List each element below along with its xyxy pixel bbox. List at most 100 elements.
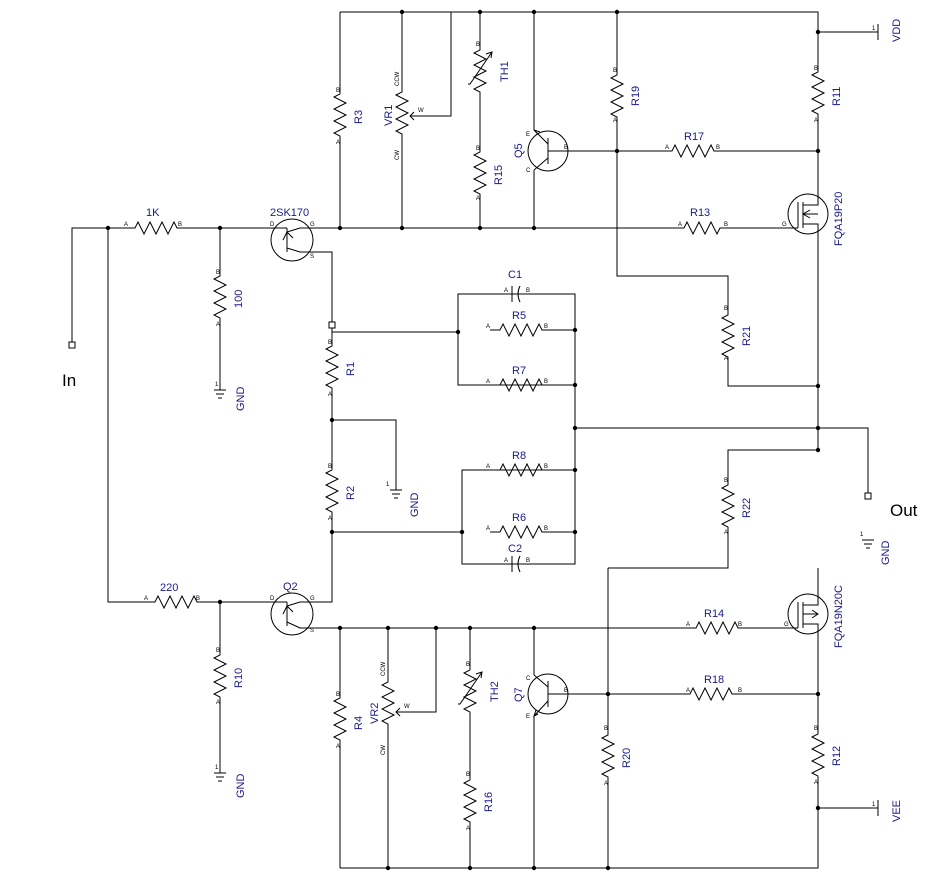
svg-text:B: B: [716, 145, 720, 151]
svg-text:W: W: [404, 704, 410, 710]
svg-text:A: A: [724, 530, 728, 536]
svg-text:B: B: [328, 464, 332, 470]
svg-text:A: A: [486, 324, 490, 330]
svg-text:B: B: [544, 324, 548, 330]
svg-text:CW: CW: [381, 745, 387, 755]
svg-text:A: A: [476, 196, 480, 202]
resistor-r10: BA R10: [212, 645, 245, 706]
svg-text:R3: R3: [353, 110, 365, 124]
svg-text:B: B: [564, 145, 568, 151]
svg-text:G: G: [310, 222, 315, 228]
svg-text:R1: R1: [345, 362, 357, 376]
svg-text:B: B: [544, 526, 548, 532]
svg-text:A: A: [216, 322, 220, 328]
svg-text:B: B: [814, 726, 818, 732]
svg-text:A: A: [686, 622, 690, 628]
svg-text:CW: CW: [395, 150, 401, 160]
gnd-label-3: GND: [880, 541, 892, 566]
svg-text:B: B: [564, 688, 568, 694]
mosfet-fqa19n20c: G FQA19N20C: [784, 585, 845, 650]
svg-text:R11: R11: [831, 87, 843, 106]
svg-text:CCW: CCW: [381, 661, 387, 676]
mosfet-fqa19p20: G FQA19P20: [782, 186, 845, 246]
svg-text:R8: R8: [512, 450, 526, 462]
svg-text:1: 1: [215, 765, 219, 771]
resistor-r16: BA R16: [462, 770, 495, 832]
svg-text:B: B: [216, 648, 220, 654]
svg-text:B: B: [336, 692, 340, 698]
svg-text:Q5: Q5: [513, 143, 525, 158]
resistor-r4: BA R4: [332, 690, 365, 750]
svg-text:B: B: [526, 288, 530, 294]
thermistor-th2: B TH2: [458, 660, 501, 720]
svg-text:A: A: [814, 780, 818, 786]
resistor-r15: BA R15: [472, 143, 505, 202]
svg-text:A: A: [686, 688, 690, 694]
vee-label: VEE: [891, 800, 903, 822]
svg-text:R16: R16: [483, 792, 495, 812]
svg-text:A: A: [814, 118, 818, 124]
svg-text:VR1: VR1: [383, 105, 395, 126]
resistor-r20: BA R20: [600, 725, 633, 787]
gnd-symbol-1: 1 GND: [214, 382, 247, 411]
svg-text:E: E: [526, 132, 530, 138]
svg-text:G: G: [782, 222, 787, 228]
svg-text:B: B: [178, 222, 182, 228]
vdd-symbol: 1 VDD: [872, 19, 903, 42]
svg-text:B: B: [724, 478, 728, 484]
potentiometer-vr1: CCW CW W VR1: [383, 71, 424, 160]
svg-text:2SK170: 2SK170: [270, 207, 309, 219]
resistor-220-label: 220: [160, 582, 178, 594]
resistor-r21: BA R21: [720, 305, 753, 362]
resistor-r11: BA R11: [810, 62, 843, 124]
svg-text:S: S: [310, 254, 314, 260]
wires: [71, 11, 878, 869]
vee-symbol: 1 VEE: [872, 800, 903, 822]
svg-text:TH1: TH1: [499, 61, 511, 82]
svg-text:A: A: [144, 596, 148, 602]
svg-text:R22: R22: [741, 498, 753, 518]
svg-text:FQA19P20: FQA19P20: [833, 192, 845, 246]
svg-text:B: B: [604, 726, 608, 732]
svg-text:1: 1: [860, 532, 864, 538]
svg-text:A: A: [724, 356, 728, 362]
svg-text:A: A: [466, 826, 470, 832]
svg-text:D: D: [270, 596, 275, 602]
potentiometer-vr2: CCW CW W VR2: [369, 661, 410, 755]
svg-text:B: B: [336, 88, 340, 94]
svg-text:R20: R20: [621, 748, 633, 768]
svg-text:C1: C1: [508, 269, 522, 281]
svg-text:B: B: [544, 379, 548, 385]
svg-text:A: A: [328, 516, 332, 522]
svg-text:A: A: [665, 145, 669, 151]
svg-text:TH2: TH2: [489, 681, 501, 702]
svg-text:C: C: [526, 676, 531, 682]
svg-text:R17: R17: [684, 131, 704, 143]
svg-text:R18: R18: [704, 674, 724, 686]
output-label: Out: [890, 501, 918, 520]
svg-text:B: B: [544, 464, 548, 470]
svg-text:E: E: [526, 714, 530, 720]
resistor-r22: B A R22: [720, 475, 753, 536]
svg-text:A: A: [613, 118, 617, 124]
svg-text:1: 1: [386, 482, 390, 488]
svg-text:Q2: Q2: [283, 581, 298, 593]
svg-text:R2: R2: [345, 486, 357, 500]
svg-text:R19: R19: [630, 86, 642, 106]
svg-text:B: B: [328, 340, 332, 346]
svg-text:A: A: [504, 558, 508, 564]
gnd-label-4: GND: [235, 774, 247, 799]
resistor-r3: BA R3: [332, 85, 365, 146]
input-terminal: In: [62, 341, 76, 390]
